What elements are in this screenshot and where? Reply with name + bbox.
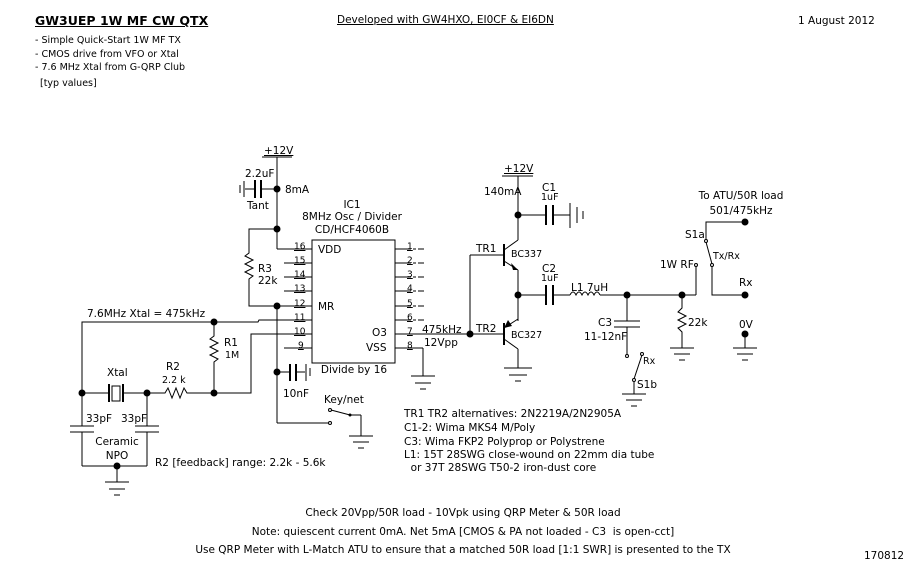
load-cap-b-value: 33pF: [121, 413, 148, 425]
ic1-output-level: 12Vpp: [424, 337, 458, 349]
decoupling-capacitor-2u2: [239, 180, 277, 198]
decoupling-cap-value: 2.2uF: [245, 168, 275, 180]
parts-note: C1-2: Wima MKS4 M/Poly: [404, 422, 536, 434]
pin-number: 9: [298, 341, 304, 351]
ic1-part: CD/HCF4060B: [314, 224, 390, 236]
c2-ref: C2: [542, 263, 557, 275]
ic1-ref: IC1: [343, 199, 361, 211]
ic1-body: [311, 239, 396, 364]
ic1-output-freq: 475kHz: [422, 324, 462, 336]
pin-number: 13: [294, 284, 306, 294]
r2-value: 2.2 k: [162, 375, 186, 386]
key-label: Key/net: [324, 394, 364, 406]
ic1-footer: Divide by 16: [320, 364, 388, 376]
pin-number: 16: [294, 242, 306, 252]
to-atu-freq: 501/475kHz: [709, 205, 773, 217]
supply-label-pa: +12V: [504, 163, 534, 175]
developed-with: Developed with GW4HXO, EI0CF & EI6DN: [337, 14, 554, 26]
date: 1 August 2012: [798, 15, 875, 27]
pin-number: 15: [294, 256, 306, 266]
load-cap-type-2: NPO: [105, 450, 129, 462]
footer-note: Use QRP Meter with L-Match ATU to ensure…: [195, 544, 731, 556]
pin-number: 6: [407, 313, 413, 323]
l1-label: L1 7uH: [571, 282, 609, 294]
pin-number: 2: [407, 256, 413, 266]
feature-item: - CMOS drive from VFO or Xtal: [35, 49, 179, 60]
ic1-left-pins: [277, 262, 312, 349]
decoupling-cap-type: Tant: [247, 200, 269, 212]
s1b-label: S1b: [637, 379, 658, 391]
footer-note: Note: quiescent current 0mA. Net 5mA [CM…: [251, 526, 675, 538]
ic1-function: 8MHz Osc / Divider: [302, 211, 402, 223]
parts-note: L1: 15T 28SWG close-wound on 22mm dia tu…: [404, 449, 655, 461]
s1a-rx-label: Rx: [739, 277, 753, 289]
to-atu-label: To ATU/50R load: [698, 190, 784, 202]
ic-current: 8mA: [285, 184, 310, 196]
c1-value: 1uF: [541, 192, 559, 203]
ic1-pin-o3: O3: [372, 327, 387, 339]
feature-item: - Simple Quick-Start 1W MF TX: [35, 35, 181, 46]
c1-ref: C1: [542, 182, 557, 194]
pin-number: 10: [294, 327, 306, 337]
pin-number: 14: [294, 270, 306, 280]
pin-number: 5: [407, 299, 413, 309]
parts-note: or 37T 28SWG T50-2 iron-dust core: [404, 462, 597, 474]
r-out-value: 22k: [688, 317, 708, 329]
c2-value: 1uF: [541, 273, 559, 284]
parts-note: TR1 TR2 alternatives: 2N2219A/2N2905A: [404, 408, 622, 420]
pin-number: 1: [407, 242, 413, 252]
pa-stage: [469, 175, 698, 407]
key-cap-value: 10nF: [283, 388, 310, 400]
pa-current: 140mA: [484, 186, 522, 198]
zero-volt-label: 0V: [739, 319, 753, 331]
pin-number: 11: [294, 313, 306, 323]
drawing-id: 170812: [864, 550, 905, 562]
c3-ref: C3: [598, 317, 613, 329]
tr2-part: BC327: [511, 330, 543, 341]
ic1-pin-vss: VSS: [366, 342, 387, 354]
pin-number: 4: [407, 284, 413, 294]
pin-number: 12: [294, 299, 306, 309]
r3-ref: R3: [258, 263, 272, 275]
rf-output-label: 1W RF: [660, 259, 694, 271]
s1b-rx-label: Rx: [643, 356, 656, 367]
r1-ref: R1: [224, 337, 238, 349]
ic1-right-pins: [395, 248, 474, 390]
parts-note: C3: Wima FKP2 Polyprop or Polystrene: [404, 436, 605, 448]
xtal-label: Xtal: [107, 367, 128, 379]
r3-value: 22k: [258, 275, 278, 287]
tr2-ref: TR2: [476, 323, 497, 335]
c3-value: 11-12nF: [584, 331, 628, 343]
pin-number: 3: [407, 270, 413, 280]
typ-values-note: [typ values]: [40, 78, 97, 89]
pin-number: 7: [407, 327, 413, 337]
txrx-label: Tx/Rx: [713, 251, 740, 262]
load-cap-a-value: 33pF: [86, 413, 113, 425]
ic1-pin-vdd: VDD: [318, 244, 342, 256]
feature-item: - 7.6 MHz Xtal from G-QRP Club: [35, 62, 186, 73]
r1-value: 1M: [225, 350, 240, 361]
r2-ref: R2: [166, 361, 180, 373]
footer-note: Check 20Vpp/50R load - 10Vpk using QRP M…: [305, 507, 621, 519]
tr1-part: BC337: [511, 249, 543, 260]
load-cap-type-1: Ceramic: [95, 436, 139, 448]
pin-number: 8: [407, 341, 413, 351]
r2-range-note: R2 [feedback] range: 2.2k - 5.6k: [155, 457, 326, 469]
resistor-r3: [243, 228, 277, 307]
xtal-note: 7.6MHz Xtal = 475kHz: [87, 308, 206, 320]
key-switch: [328, 408, 373, 449]
oscillator-network: [70, 302, 330, 496]
tr1-ref: TR1: [476, 243, 497, 255]
schematic-title: GW3UEP 1W MF CW QTX: [35, 13, 209, 28]
s1a-label: S1a: [685, 229, 705, 241]
supply-label-ic: +12V: [264, 145, 294, 157]
ic1-pin-mr: MR: [318, 301, 335, 313]
switch-s1a: [704, 218, 757, 361]
